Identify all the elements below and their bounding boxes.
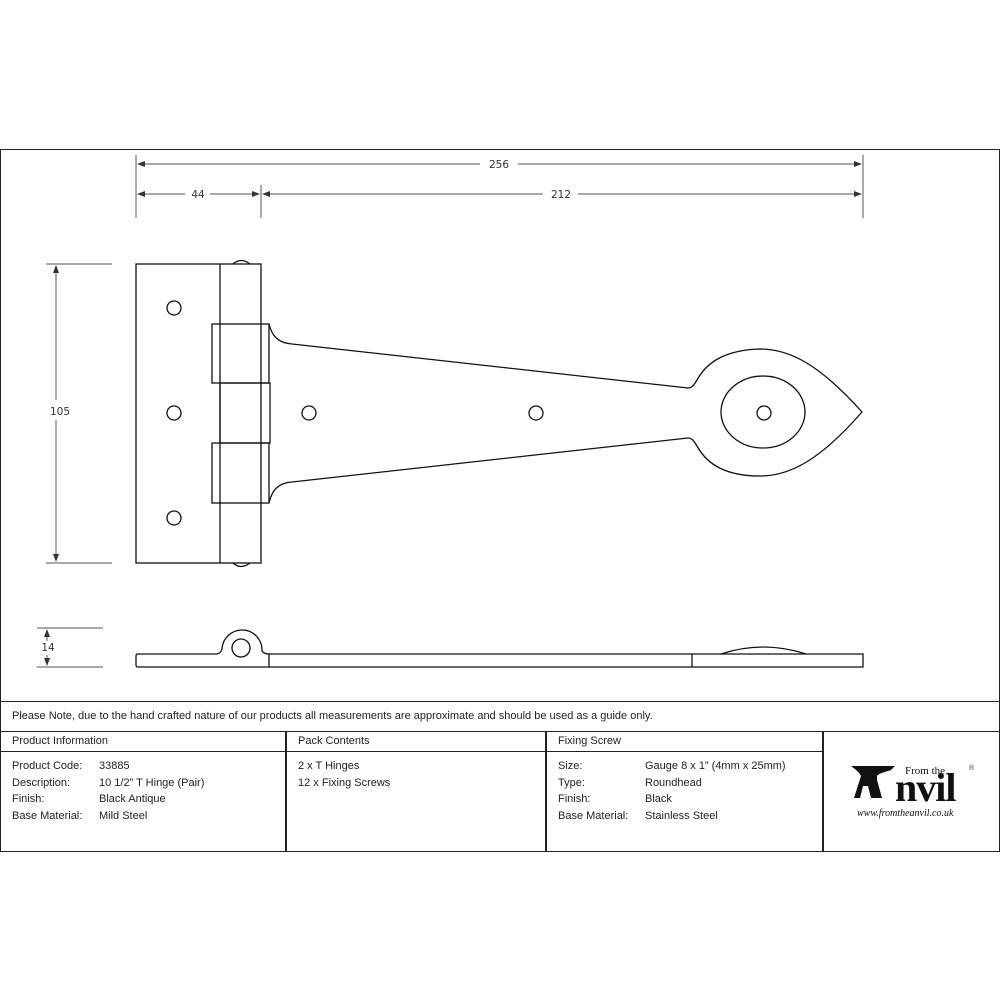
- hinge-side-view: [135, 629, 864, 668]
- dim-256-label: 256: [489, 159, 509, 171]
- pack-contents-panel: 2 x T Hinges 12 x Fixing Screws: [286, 752, 546, 797]
- base-material-row: Base Material: Mild Steel: [12, 808, 274, 825]
- screw-size-value: Gauge 8 x 1” (4mm x 25mm): [645, 760, 786, 772]
- product-code-value: 33885: [99, 760, 130, 772]
- product-information-panel: Product Code: 33885 Description: 10 1/2” T…: [0, 752, 286, 830]
- finish-row: Finish: Black Antique: [12, 791, 274, 808]
- screw-finish-value: Black: [645, 793, 672, 805]
- screw-size-label: Size:: [558, 760, 583, 772]
- screw-type-label: Type:: [558, 776, 585, 789]
- product-code-row: Product Code: 33885: [12, 758, 274, 775]
- dimension-thickness: [37, 627, 103, 668]
- hinge-front-view: [135, 259, 863, 568]
- fixing-screw-header: Fixing Screw: [546, 732, 823, 752]
- measurement-note: Please Note, due to the hand crafted nat…: [0, 701, 1000, 732]
- panel-divider: [285, 732, 287, 852]
- pack-contents-header: Pack Contents: [286, 732, 546, 752]
- description-label: Description:: [12, 776, 71, 789]
- dim-44-label: 44: [191, 189, 205, 201]
- logo-brand: nvil: [895, 765, 956, 810]
- from-the-anvil-logo: From the nvil ® www.fromtheanvil.co.uk: [823, 752, 999, 850]
- screw-finish-label: Finish:: [558, 793, 591, 805]
- registered-mark: ®: [969, 765, 975, 772]
- product-code-label: Product Code:: [12, 760, 83, 772]
- dim-212-label: 212: [551, 189, 571, 201]
- base-material-label: Base Material:: [12, 809, 83, 822]
- anvil-icon: [851, 766, 895, 798]
- pack-item: 12 x Fixing Screws: [298, 776, 391, 789]
- description-row: Description: 10 1/2” T Hinge (Pair): [12, 775, 274, 792]
- screw-type-row: Type: Roundhead: [558, 775, 811, 792]
- finish-label: Finish:: [12, 793, 45, 805]
- screw-finish-row: Finish: Black: [558, 791, 811, 808]
- panel-divider: [545, 732, 547, 852]
- screw-size-row: Size: Gauge 8 x 1” (4mm x 25mm): [558, 758, 811, 775]
- screw-type-value: Roundhead: [645, 776, 702, 789]
- fixing-screw-panel: Size: Gauge 8 x 1” (4mm x 25mm) Type: Roun…: [546, 752, 823, 830]
- finish-value: Black Antique: [99, 793, 166, 805]
- panel-divider: [822, 732, 824, 852]
- screw-material-value: Stainless Steel: [645, 809, 718, 822]
- dimension-height: [46, 263, 112, 564]
- dim-14-label: 14: [41, 642, 55, 654]
- dim-105-label: 105: [50, 406, 70, 418]
- screw-material-label: Base Material:: [558, 809, 629, 822]
- product-information-header: Product Information: [0, 732, 286, 752]
- screw-material-row: Base Material: Stainless Steel: [558, 808, 811, 825]
- dimension-overall-length: [135, 155, 864, 218]
- logo-url: www.fromtheanvil.co.uk: [857, 808, 954, 819]
- pack-item: 2 x T Hinges: [298, 760, 360, 772]
- logo-from-the: From the: [905, 765, 946, 777]
- description-value: 10 1/2” T Hinge (Pair): [99, 776, 205, 789]
- base-material-value: Mild Steel: [99, 809, 148, 822]
